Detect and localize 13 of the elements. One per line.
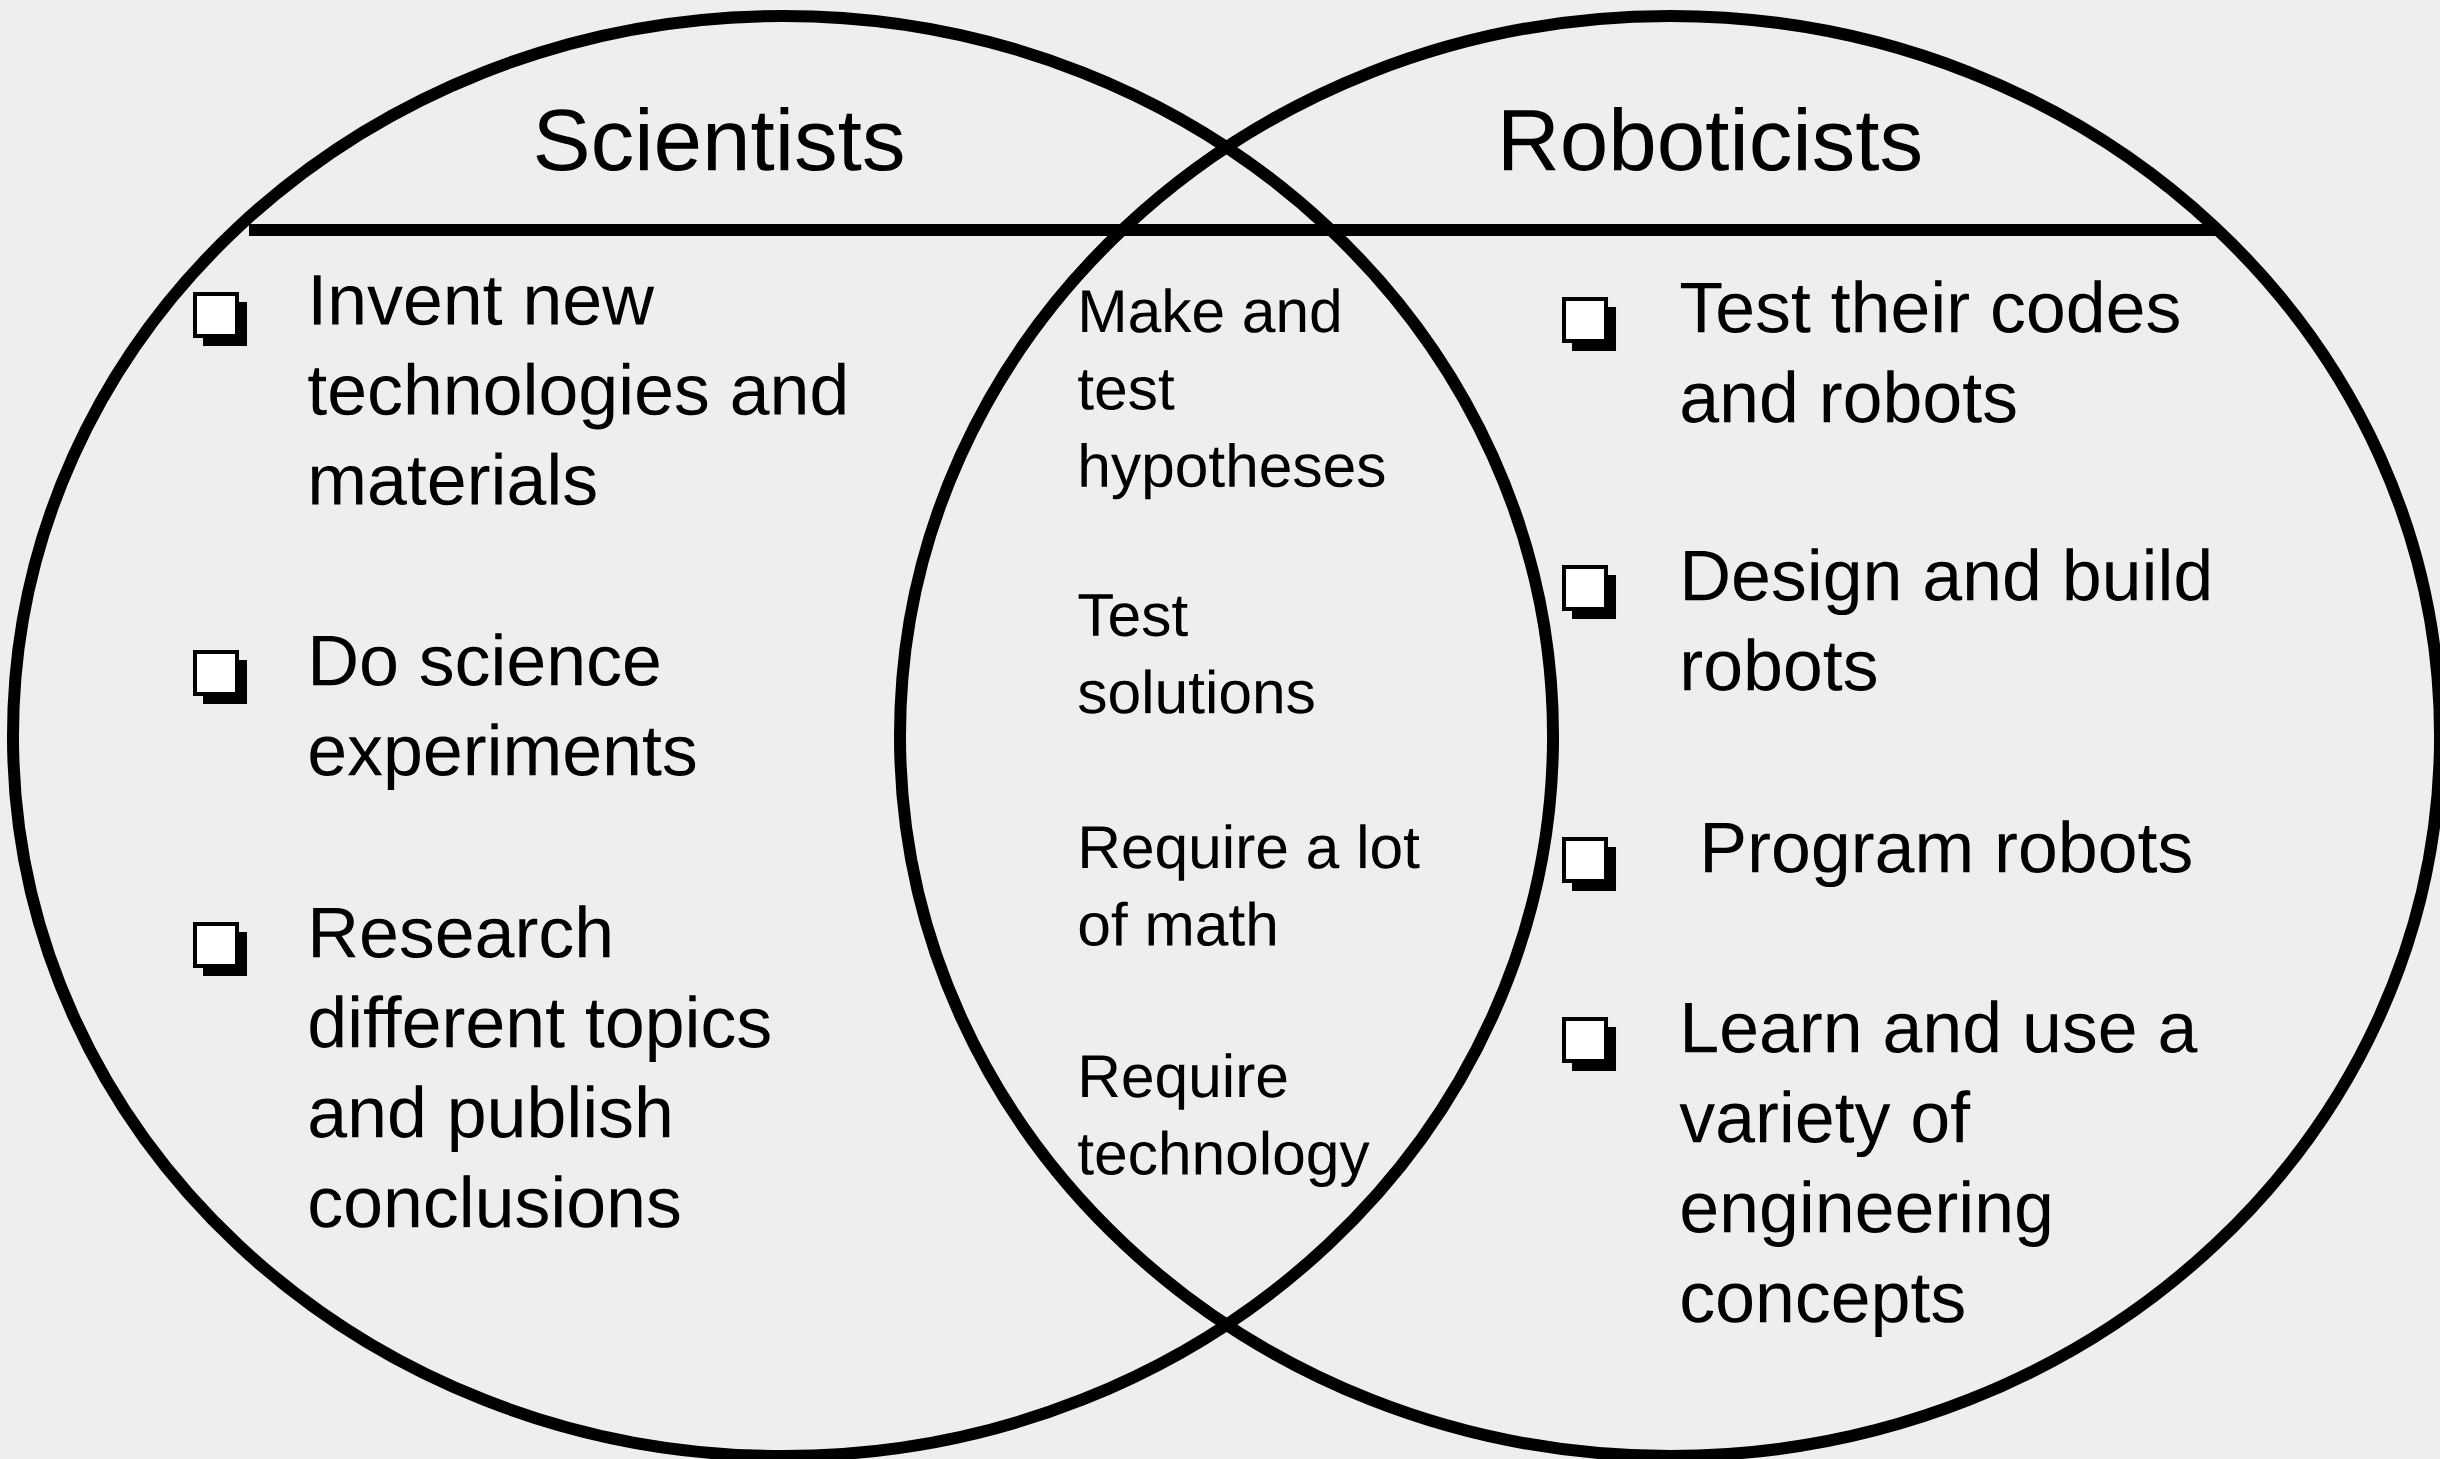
list-item: Program robots [1705, 820, 2191, 888]
shared-trait: Make and test hypotheses [1078, 288, 1385, 500]
circle-title: Scientists [536, 107, 903, 171]
list-item: Design and build robots [1684, 548, 2209, 691]
circle-title: Roboticists [1504, 107, 1920, 171]
list-item: Invent new technologies and materials [308, 275, 845, 506]
list-item: Test their codes and robots [1680, 280, 2179, 423]
list-item: Do science experiments [310, 633, 696, 791]
list-item: Research different topics and publish conclusions [310, 905, 770, 1228]
shared-trait: Require a lot of math [1079, 824, 1420, 946]
list-item: Learn and use a variety of engineering concepts [1679, 1000, 2198, 1338]
shared-trait: Require technology [1078, 1053, 1370, 1187]
shared-trait: Test solutions [1078, 594, 1314, 714]
